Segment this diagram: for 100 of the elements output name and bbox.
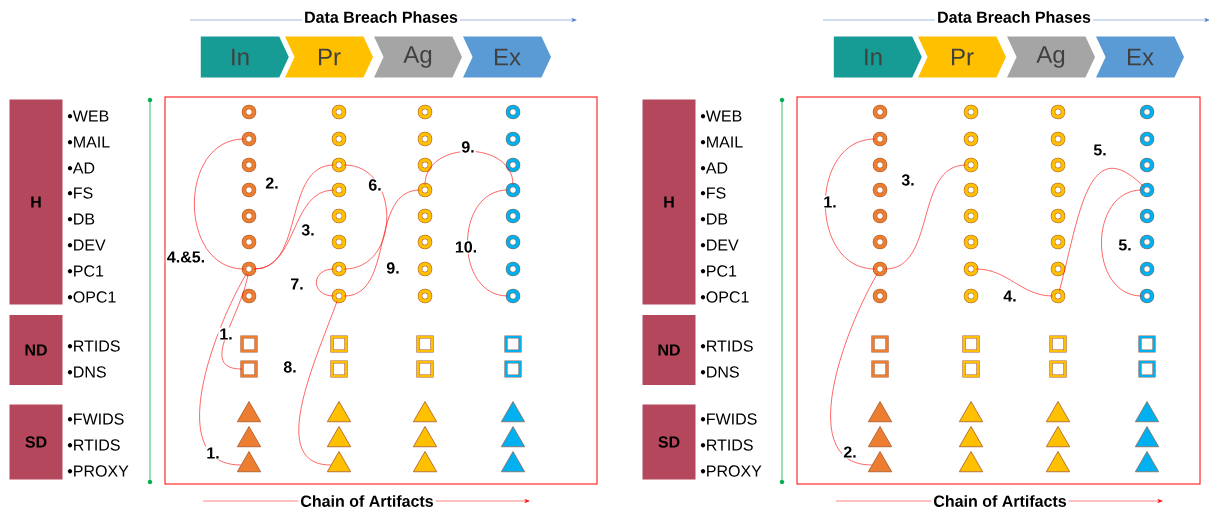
triangle-icon (236, 426, 262, 448)
ring-icon (331, 288, 347, 304)
row-label: •DNS (700, 366, 739, 378)
connector-curve (298, 300, 338, 466)
connector-curve (194, 138, 245, 270)
connector-curve (253, 189, 335, 270)
edge-label: 9. (460, 140, 476, 154)
connector-curve (424, 151, 514, 186)
connector-curve (221, 273, 249, 370)
ring-icon (331, 208, 347, 224)
ring-icon (1139, 261, 1155, 277)
row-label: •PC1 (700, 265, 737, 277)
square-icon (1138, 335, 1156, 353)
edge-label: 2. (842, 445, 858, 459)
ring-icon (872, 261, 888, 277)
category-bar: H (9, 99, 63, 305)
connector-curve (975, 268, 1054, 297)
square-icon (1049, 335, 1067, 353)
triangle-icon (958, 451, 984, 473)
ring-icon (417, 208, 433, 224)
triangle-icon (867, 451, 893, 473)
edge-label: 5. (1117, 238, 1133, 252)
ring-icon (1139, 182, 1155, 198)
connector-curve (1101, 189, 1143, 297)
ring-icon (872, 104, 888, 120)
triangle-icon (326, 451, 352, 473)
ring-icon (331, 234, 347, 250)
row-label: •DEV (67, 239, 106, 251)
ring-icon (963, 288, 979, 304)
ring-icon (505, 261, 521, 277)
connector-curve (253, 164, 335, 270)
square-icon (962, 335, 980, 353)
triangle-icon (412, 401, 438, 423)
category-bar: ND (642, 315, 696, 385)
triangle-icon (867, 426, 893, 448)
ring-icon (505, 208, 521, 224)
edge-label: 1. (218, 327, 234, 341)
phase-step: Ag (1007, 36, 1095, 78)
ring-icon (241, 157, 257, 173)
triangle-icon (500, 401, 526, 423)
ring-icon (963, 234, 979, 250)
ring-icon (417, 157, 433, 173)
ring-icon (963, 182, 979, 198)
section-heading: Chain of Artifacts (298, 493, 436, 509)
connector-curve (830, 273, 878, 466)
row-label: •PROXY (67, 465, 129, 477)
connector-curve (825, 138, 876, 270)
row-label: •AD (67, 162, 95, 174)
ring-icon (963, 208, 979, 224)
square-icon (330, 360, 348, 378)
category-bar: H (642, 99, 696, 305)
edge-label: 6. (367, 178, 383, 192)
section-heading: Chain of Artifacts (931, 493, 1069, 509)
ring-icon (1139, 157, 1155, 173)
phase-step: Pr (918, 36, 1006, 78)
triangle-icon (500, 451, 526, 473)
triangle-icon (236, 401, 262, 423)
row-label: •RTIDS (67, 439, 120, 451)
edge-label: 3. (300, 223, 316, 237)
ring-icon (1050, 104, 1066, 120)
row-label: •DB (67, 213, 95, 225)
triangle-icon (326, 401, 352, 423)
category-bar: SD (9, 404, 63, 480)
square-icon (1138, 360, 1156, 378)
edge-label: 1. (205, 446, 221, 460)
row-label: •WEB (67, 110, 109, 122)
ring-icon (1050, 261, 1066, 277)
edge-label: 10. (453, 240, 479, 254)
ring-icon (1139, 288, 1155, 304)
ring-icon (1050, 182, 1066, 198)
ring-icon (505, 234, 521, 250)
row-label: •FWIDS (67, 413, 124, 425)
ring-icon (872, 234, 888, 250)
row-label: •MAIL (67, 136, 110, 148)
row-label: •MAIL (700, 136, 743, 148)
phase-step: Ag (374, 36, 462, 78)
triangle-icon (500, 426, 526, 448)
edge-label: 2. (264, 176, 280, 190)
phase-step: In (200, 36, 289, 78)
ring-icon (417, 104, 433, 120)
ring-icon (1139, 208, 1155, 224)
ring-icon (505, 104, 521, 120)
triangle-icon (1045, 426, 1071, 448)
row-label: •OPC1 (67, 291, 116, 303)
edge-label: 5. (1092, 143, 1108, 157)
ring-icon (1050, 157, 1066, 173)
row-label: •FS (700, 187, 726, 199)
triangle-icon (1134, 426, 1160, 448)
ring-icon (241, 261, 257, 277)
ring-icon (1050, 131, 1066, 147)
phase-step: Pr (285, 36, 373, 78)
row-label: •DB (700, 213, 728, 225)
ring-icon (241, 208, 257, 224)
ring-icon (963, 261, 979, 277)
triangle-icon (412, 426, 438, 448)
square-icon (1049, 360, 1067, 378)
ring-icon (872, 131, 888, 147)
category-bar: ND (9, 315, 63, 385)
connector-curve (467, 189, 509, 297)
triangle-icon (1134, 401, 1160, 423)
